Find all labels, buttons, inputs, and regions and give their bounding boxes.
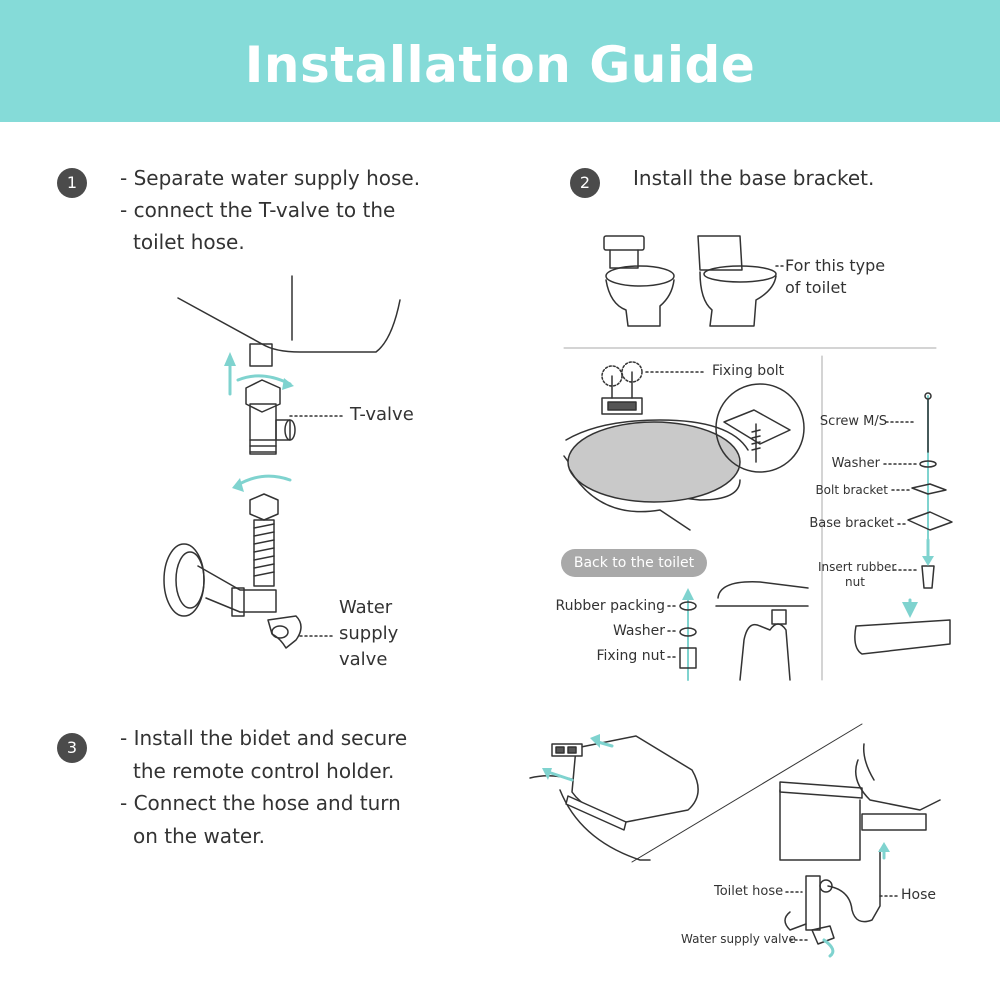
washer-label-right: Washer xyxy=(831,456,880,471)
step-1-line-1: - Separate water supply hose. xyxy=(120,166,421,190)
bolt-bracket-label: Bolt bracket xyxy=(815,483,888,497)
toilet-hose-label: Toilet hose xyxy=(714,884,784,899)
step-3-line-2: the remote control holder. xyxy=(133,759,395,783)
water-supply-valve-label: Water supply valve xyxy=(681,932,796,946)
base-bracket-label: Base bracket xyxy=(809,516,894,531)
threaded-hose-drawing xyxy=(249,493,279,587)
one-piece-toilet-drawing xyxy=(697,235,777,327)
step-3-line-1: - Install the bidet and secure xyxy=(120,726,408,750)
step-3-line-4: on the water. xyxy=(133,824,265,848)
bidet-seat-drawing xyxy=(529,723,863,863)
insert-rubber-nut-label-2: nut xyxy=(845,575,865,589)
water-supply-valve-label-3: valve xyxy=(339,649,388,670)
hose-label: Hose xyxy=(901,887,936,903)
step-1-badge: 1 xyxy=(57,168,87,198)
step-3-line-3: - Connect the hose and turn xyxy=(120,791,401,815)
bolt-detail-zoom-drawing xyxy=(715,383,805,473)
fixing-bolt-label: Fixing bolt xyxy=(712,363,785,379)
insert-rubber-nut-label-1: Insert rubber xyxy=(818,560,897,574)
washer-label-left: Washer xyxy=(612,623,665,639)
two-piece-toilet-drawing xyxy=(603,235,675,327)
t-valve-label: T-valve xyxy=(350,404,414,425)
toilet-tank-bottom-drawing xyxy=(177,275,401,367)
fixing-nut-label: Fixing nut xyxy=(596,648,665,664)
page-title: Installation Guide xyxy=(244,36,756,94)
step-2-title: Install the base bracket. xyxy=(633,166,875,190)
step-1-line-3: toilet hose. xyxy=(133,230,245,254)
fixing-nut-assembly-drawing xyxy=(679,591,697,681)
screw-label: Screw M/S xyxy=(819,414,887,429)
step-1-line-2: - connect the T-valve to the xyxy=(120,198,396,222)
rubber-packing-label: Rubber packing xyxy=(555,598,665,614)
hand-tightening-nut-drawing xyxy=(715,581,809,681)
step-3-badge: 3 xyxy=(57,733,87,763)
t-valve-drawing xyxy=(245,379,296,455)
bidet-hose-connection-drawing xyxy=(779,743,941,945)
toilet-type-note-1: For this type xyxy=(785,256,886,275)
toilet-type-note-2: of toilet xyxy=(785,278,847,297)
step-2-badge: 2 xyxy=(570,168,600,198)
water-supply-valve-label-2: supply xyxy=(339,623,399,644)
water-supply-valve-drawing xyxy=(163,543,302,649)
water-supply-valve-label-1: Water xyxy=(339,597,393,618)
back-to-toilet-pill: Back to the toilet xyxy=(561,549,707,577)
screw-assembly-drawing xyxy=(854,392,953,655)
toilet-bowl-bracket-drawing xyxy=(563,361,749,531)
header-banner: Installation Guide xyxy=(0,0,1000,122)
